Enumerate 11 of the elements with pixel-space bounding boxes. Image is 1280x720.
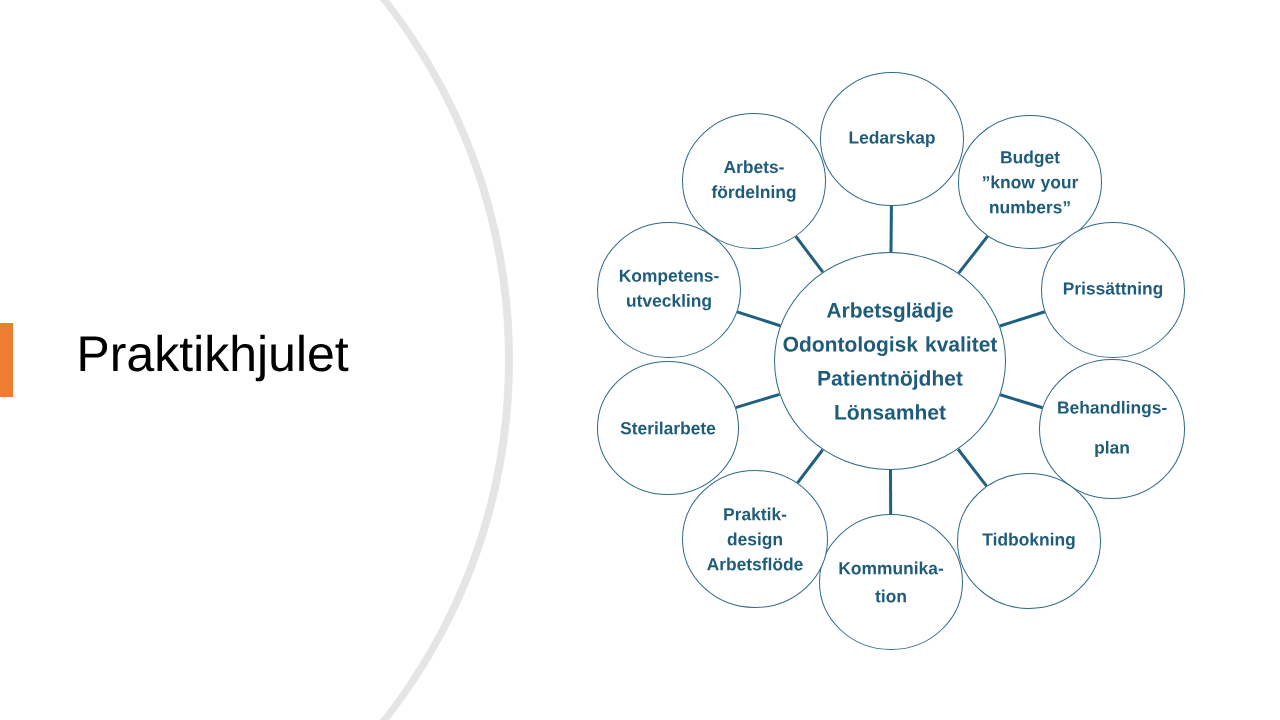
- connector-line: [956, 448, 988, 487]
- connector-line: [999, 310, 1046, 328]
- connector-line: [957, 235, 989, 275]
- connector-line: [736, 310, 781, 328]
- slide-title: Praktikhjulet: [80, 334, 349, 382]
- connector-line: [889, 206, 893, 253]
- connector-line: [889, 470, 893, 514]
- connector-line: [999, 393, 1043, 410]
- connector-line: [735, 392, 780, 410]
- connector-line: [796, 448, 824, 484]
- connector-line: [794, 235, 825, 274]
